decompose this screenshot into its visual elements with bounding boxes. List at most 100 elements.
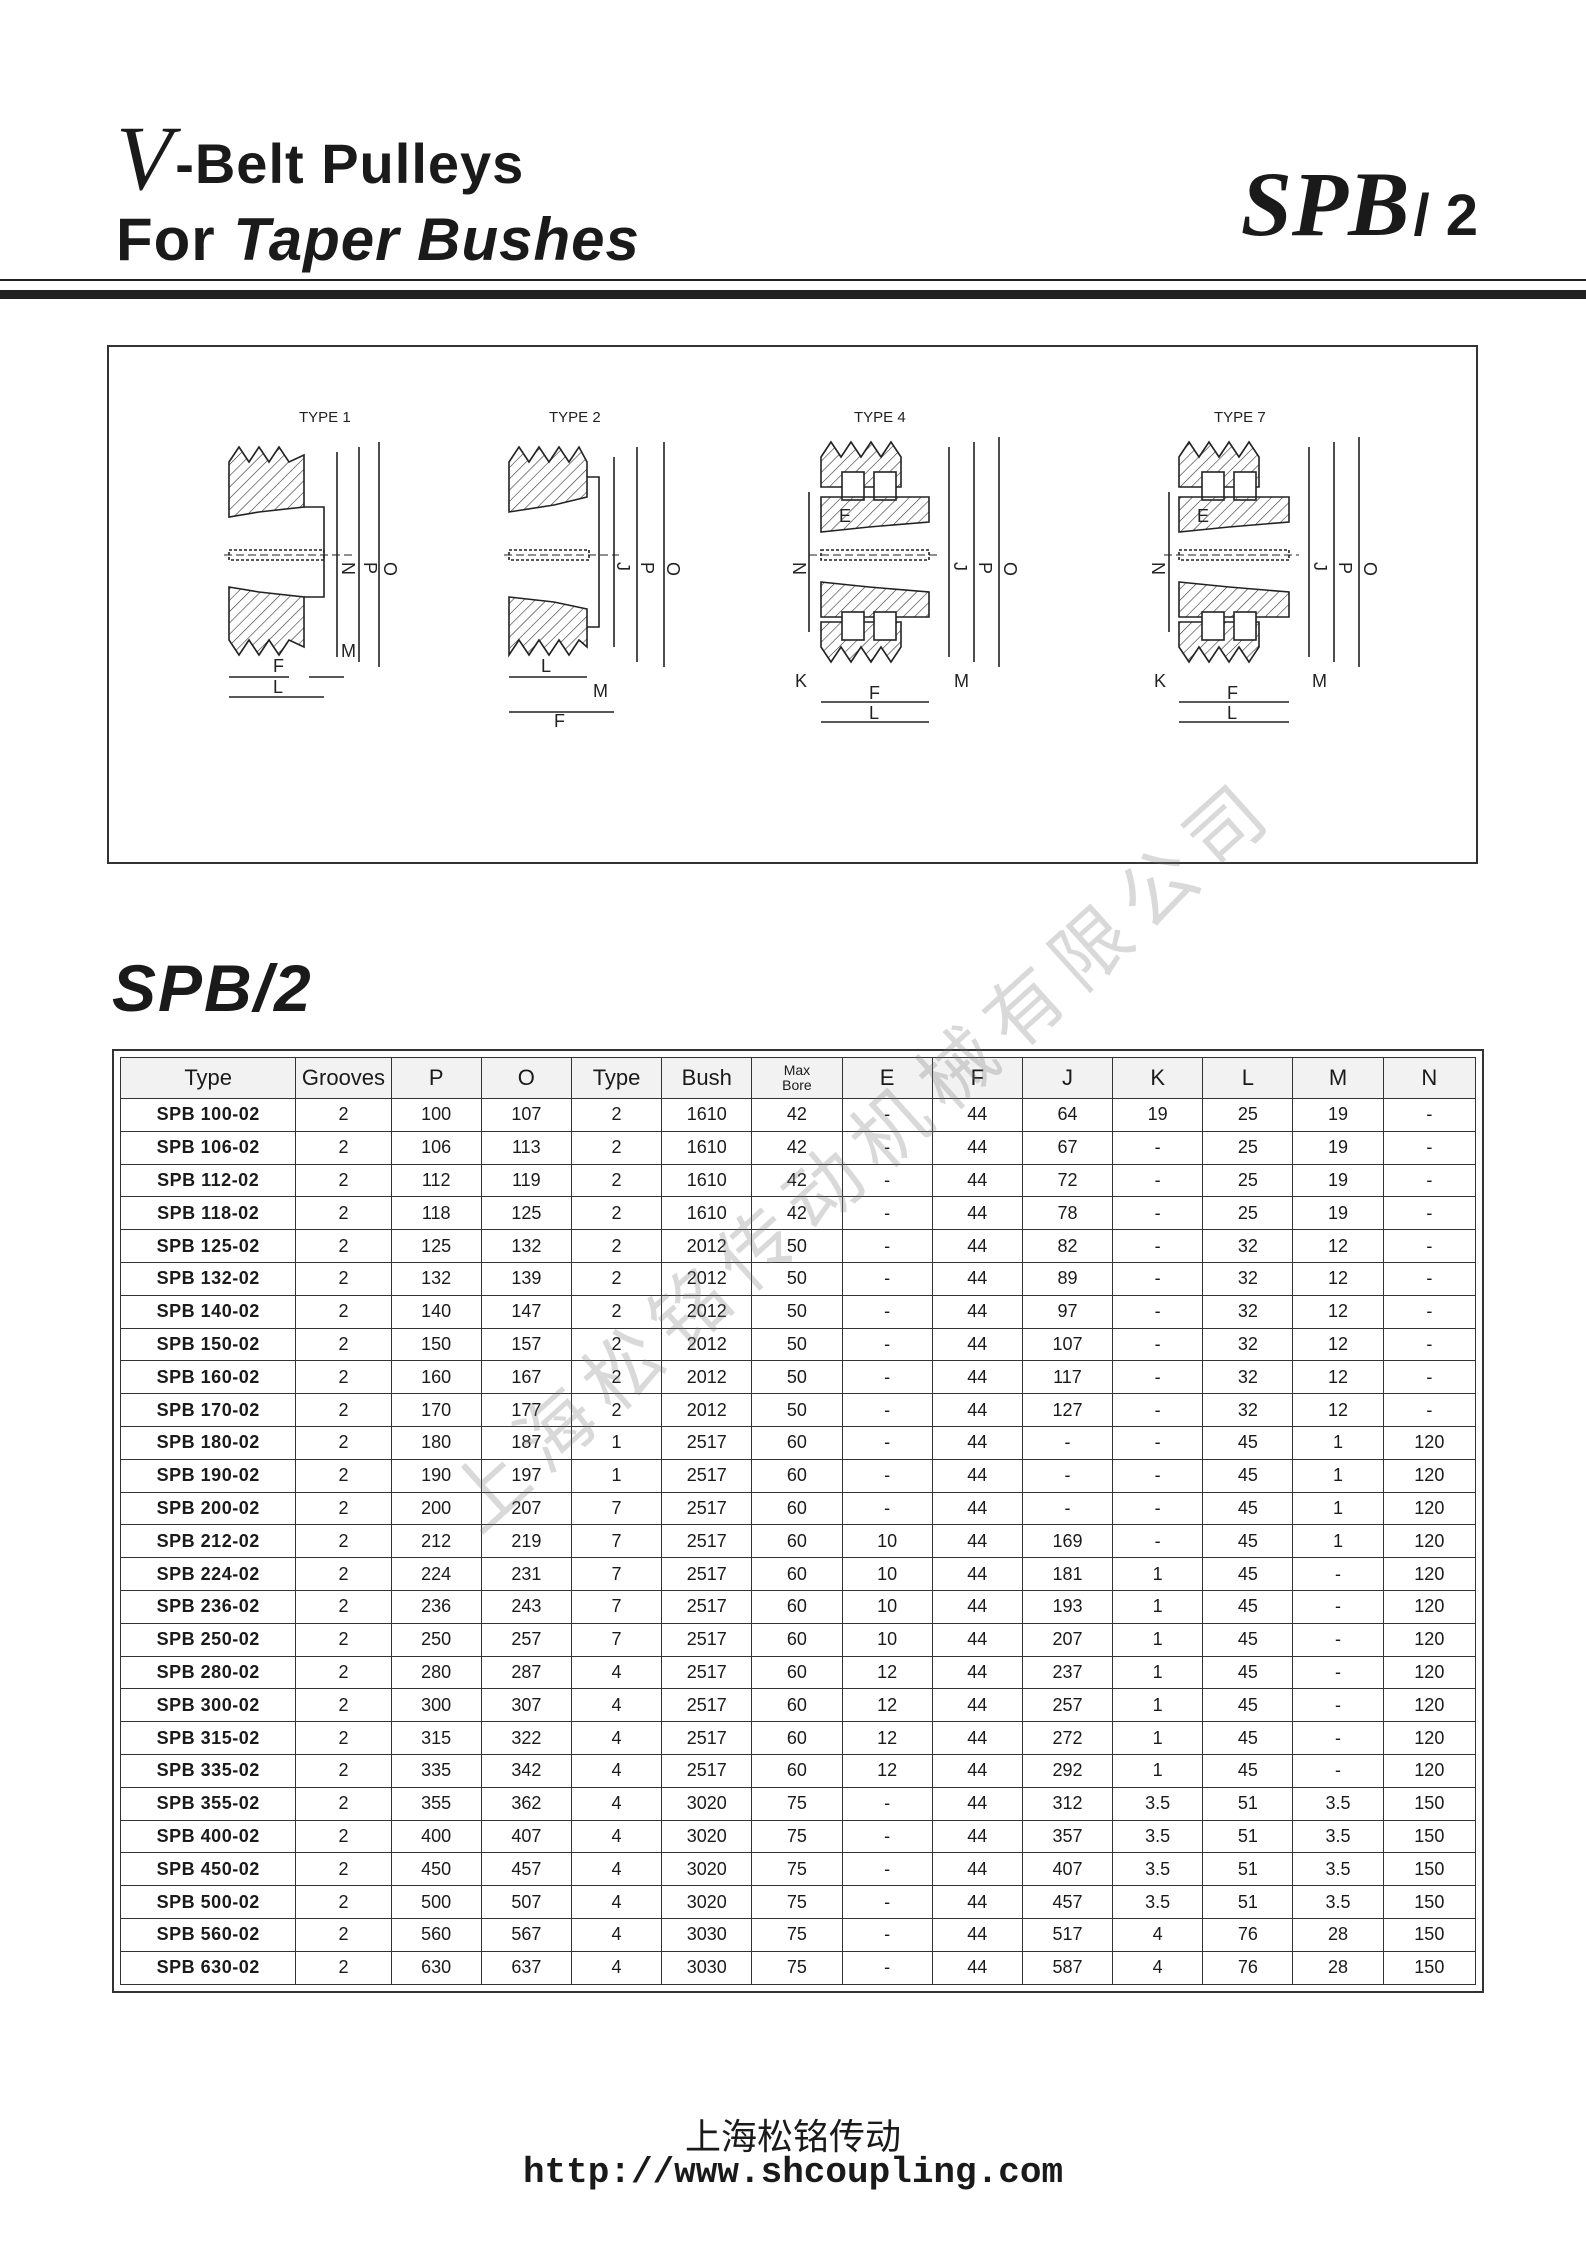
cell-j: 272 — [1021, 1721, 1114, 1755]
cell-p: 224 — [390, 1557, 482, 1591]
cell-grooves: 2 — [295, 1721, 392, 1755]
cell-f: 44 — [931, 1327, 1023, 1362]
cell-e: - — [841, 1229, 933, 1263]
cell-l: 76 — [1202, 1917, 1294, 1952]
type-1-dim-o: O — [380, 562, 400, 576]
cell-o: 287 — [480, 1655, 572, 1690]
type-7-dim-m: M — [1312, 671, 1327, 691]
cell-e: - — [841, 1491, 933, 1526]
type-7-drawing — [1164, 437, 1360, 723]
cell-e: - — [841, 1360, 933, 1395]
cell-max-bore: 75 — [751, 1852, 843, 1887]
cell-n: - — [1382, 1098, 1477, 1132]
cell-bush: 2517 — [661, 1721, 753, 1755]
cell-m: 12 — [1292, 1229, 1384, 1263]
cell-n: - — [1382, 1163, 1477, 1198]
type-4-drawing — [808, 437, 1000, 723]
type-7-label: TYPE 7 — [1214, 409, 1266, 426]
cell-n: 120 — [1382, 1524, 1477, 1559]
cell-k: - — [1112, 1294, 1204, 1329]
cell-l: 76 — [1202, 1950, 1294, 1985]
cell-design-type: 4 — [570, 1688, 663, 1723]
cell-bush: 2517 — [661, 1524, 753, 1559]
type-1-dim-n: N — [338, 562, 358, 575]
cell-grooves: 2 — [295, 1458, 392, 1493]
type-1-dim-p: P — [360, 562, 380, 574]
cell-f: 44 — [931, 1491, 1023, 1526]
cell-grooves: 2 — [295, 1229, 392, 1263]
cell-max-bore: 75 — [751, 1786, 843, 1821]
cell-m: 1 — [1292, 1458, 1384, 1493]
cell-l: 32 — [1202, 1294, 1294, 1329]
cell-o: 207 — [480, 1491, 572, 1526]
type-4-dim-j: J — [950, 562, 970, 571]
cell-bush: 3020 — [661, 1852, 753, 1887]
cell-f: 44 — [931, 1360, 1023, 1395]
cell-k: 1 — [1112, 1622, 1204, 1657]
cell-l: 25 — [1202, 1163, 1294, 1198]
cell-type: SPB 400-02 — [119, 1819, 297, 1854]
cell-o: 307 — [480, 1688, 572, 1723]
cell-j: - — [1021, 1458, 1114, 1493]
pulley-diagram-panel: TYPE 1 TYPE 2 TYPE 4 TYPE 7 F L M N P O — [107, 345, 1478, 864]
cell-type: SPB 106-02 — [119, 1130, 297, 1165]
cell-p: 400 — [390, 1819, 482, 1854]
cell-n: 150 — [1382, 1786, 1477, 1821]
cell-m: 1 — [1292, 1524, 1384, 1559]
title-line-1: V-Belt Pulleys — [116, 112, 640, 204]
cell-bush: 2517 — [661, 1491, 753, 1526]
cell-max-bore: 60 — [751, 1524, 843, 1559]
cell-f: 44 — [931, 1622, 1023, 1657]
cell-type: SPB 140-02 — [119, 1294, 297, 1329]
cell-max-bore: 50 — [751, 1294, 843, 1329]
cell-e: - — [841, 1852, 933, 1887]
cell-n: 120 — [1382, 1557, 1477, 1591]
cell-j: 292 — [1021, 1753, 1114, 1788]
cell-p: 212 — [390, 1524, 482, 1559]
cell-o: 243 — [480, 1589, 572, 1624]
cell-bush: 2517 — [661, 1557, 753, 1591]
cell-o: 231 — [480, 1557, 572, 1591]
cell-l: 25 — [1202, 1196, 1294, 1231]
title-for-word: For — [116, 206, 234, 273]
cell-l: 45 — [1202, 1557, 1294, 1591]
cell-type: SPB 112-02 — [119, 1163, 297, 1198]
col-header-bush: Bush — [661, 1057, 753, 1099]
cell-type: SPB 150-02 — [119, 1327, 297, 1362]
cell-e: - — [841, 1917, 933, 1952]
cell-grooves: 2 — [295, 1688, 392, 1723]
type-7-dim-p: P — [1335, 562, 1355, 574]
type-7-dim-f: F — [1227, 683, 1238, 703]
cell-m: 12 — [1292, 1327, 1384, 1362]
cell-grooves: 2 — [295, 1753, 392, 1788]
type-4-label: TYPE 4 — [854, 409, 906, 426]
cell-e: 12 — [841, 1753, 933, 1788]
cell-k: - — [1112, 1229, 1204, 1263]
cell-e: - — [841, 1261, 933, 1296]
cell-n: - — [1382, 1229, 1477, 1263]
cell-max-bore: 50 — [751, 1327, 843, 1362]
cell-design-type: 7 — [570, 1557, 663, 1591]
cell-e: 12 — [841, 1655, 933, 1690]
cell-f: 44 — [931, 1589, 1023, 1624]
cell-bush: 2517 — [661, 1425, 753, 1460]
col-header-grooves: Grooves — [295, 1057, 392, 1099]
cell-m: 3.5 — [1292, 1885, 1384, 1919]
col-header-p: P — [390, 1057, 482, 1099]
cell-p: 280 — [390, 1655, 482, 1690]
cell-o: 637 — [480, 1950, 572, 1985]
cell-max-bore: 42 — [751, 1098, 843, 1132]
cell-k: 1 — [1112, 1753, 1204, 1788]
cell-max-bore: 50 — [751, 1393, 843, 1427]
cell-j: - — [1021, 1491, 1114, 1526]
cell-type: SPB 630-02 — [119, 1950, 297, 1985]
cell-o: 139 — [480, 1261, 572, 1296]
type-2-dim-l: L — [541, 656, 551, 676]
cell-j: 517 — [1021, 1917, 1114, 1952]
cell-m: 12 — [1292, 1294, 1384, 1329]
